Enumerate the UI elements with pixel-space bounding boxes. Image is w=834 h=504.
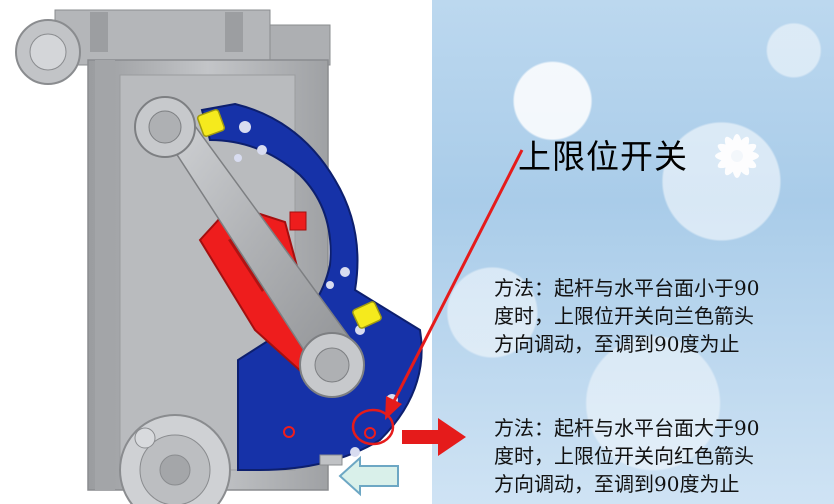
method-note-less-than-90: 方法：起杆与水平台面小于90 度时，上限位开关向兰色箭头 方向调动，至调到90度… [494,274,759,358]
gate-mechanism-illustration [15,9,423,504]
method-line: 方向调动，至调到90度为止 [494,472,740,496]
method-line: 方法：起杆与水平台面小于90 [494,276,760,300]
switch-highlight-circle [351,408,395,446]
daisy-flower-icon [715,134,759,178]
upper-limit-switch-label: 上限位开关 [518,137,688,176]
method-line: 方法：起杆与水平台面大于90 [494,416,760,440]
method-line: 度时，上限位开关向兰色箭头 [494,304,754,328]
method-line: 度时，上限位开关向红色箭头 [494,444,754,468]
method-line: 方向调动，至调到90度为止 [494,332,740,356]
lower-limit-switch [352,301,382,329]
method-note-greater-than-90: 方法：起杆与水平台面大于90 度时，上限位开关向红色箭头 方向调动，至调到90度… [494,414,759,498]
upper-limit-switch [196,108,226,138]
